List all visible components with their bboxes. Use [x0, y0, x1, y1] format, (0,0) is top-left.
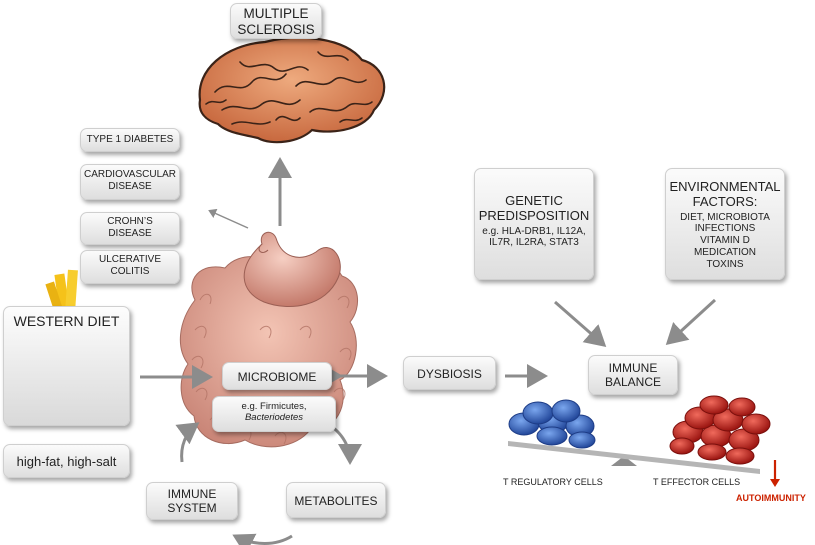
genetic-detail-line-1: e.g. HLA-DRB1, IL12A,	[482, 225, 586, 237]
arrow-gut-to-diseases	[208, 208, 249, 229]
immune-balance-line-1: IMMUNE	[608, 361, 658, 375]
scale-fulcrum	[611, 456, 637, 466]
arrows	[140, 157, 717, 545]
high-fat-box: high-fat, high-salt	[3, 444, 130, 478]
environmental-title-line-2: FACTORS:	[692, 194, 758, 210]
microbiome-example-line-1: e.g. Firmicutes,	[241, 401, 307, 412]
cardiovascular-line-1: CARDIOVASCULAR	[83, 169, 177, 180]
scale-beam	[508, 441, 760, 474]
cardiovascular-line-2: DISEASE	[108, 180, 152, 192]
western-diet-box: WESTERN DIET	[3, 306, 130, 426]
immune-system-line-2: SYSTEM	[167, 501, 217, 516]
t-regulatory-cells-label: T REGULATORY CELLS	[503, 477, 603, 487]
t-effector-cells-label: T EFFECTOR CELLS	[653, 477, 741, 487]
western-diet-label: WESTERN DIET	[13, 313, 120, 329]
high-fat-label: high-fat, high-salt	[16, 454, 117, 469]
genetic-predisposition-box: GENETIC PREDISPOSITION e.g. HLA-DRB1, IL…	[474, 168, 594, 280]
t-effector-cells-illustration	[669, 395, 771, 465]
ulcerative-colitis-line-1: ULCERATIVE	[98, 254, 162, 265]
environmental-detail-line-2: INFECTIONS	[694, 223, 756, 235]
immune-system-line-1: IMMUNE	[167, 487, 217, 501]
brain-illustration	[198, 36, 386, 144]
multiple-sclerosis-line-2: SCLEROSIS	[237, 21, 315, 37]
crohns-line-2: DISEASE	[108, 227, 152, 239]
metabolites-box: METABOLITES	[286, 482, 386, 518]
balance-scale	[508, 441, 760, 474]
dysbiosis-label: DYSBIOSIS	[417, 367, 482, 381]
type-1-diabetes-box: TYPE 1 DIABETES	[80, 128, 180, 152]
type-1-diabetes-label: TYPE 1 DIABETES	[86, 134, 174, 145]
environmental-detail-line-4: MEDICATION	[693, 247, 757, 259]
arrow-genetic-to-balance	[554, 300, 607, 347]
metabolites-label: METABOLITES	[294, 494, 378, 508]
multiple-sclerosis-box: MULTIPLE SCLEROSIS	[230, 3, 322, 39]
microbiome-box: MICROBIOME	[222, 362, 332, 390]
genetic-title-line-2: PREDISPOSITION	[478, 208, 590, 224]
environmental-title-line-1: ENVIRONMENTAL	[669, 179, 781, 194]
microbiome-example-box: e.g. Firmicutes, Bacteriodetes	[212, 396, 336, 432]
arrow-immune-to-gut	[175, 422, 200, 463]
genetic-title-line-1: GENETIC	[505, 193, 563, 208]
cardiovascular-disease-box: CARDIOVASCULAR DISEASE	[80, 164, 180, 200]
environmental-detail-line-1: DIET, MICROBIOTA	[680, 211, 770, 223]
arrow-metabolites-to-immune	[232, 533, 293, 545]
genetic-detail-line-2: IL7R, IL2RA, STAT3	[489, 237, 579, 249]
t-regulatory-cells-illustration	[508, 399, 596, 449]
crohns-line-1: CROHN’S	[107, 216, 153, 227]
ulcerative-colitis-box: ULCERATIVE COLITIS	[80, 250, 180, 284]
ulcerative-colitis-line-2: COLITIS	[110, 265, 150, 277]
dysbiosis-box: DYSBIOSIS	[403, 356, 496, 390]
crohns-disease-box: CROHN’S DISEASE	[80, 212, 180, 245]
autoimmunity-label: AUTOIMMUNITY	[736, 493, 806, 503]
microbiome-label: MICROBIOME	[237, 370, 317, 384]
arrow-environmental-to-balance	[665, 298, 717, 346]
immune-balance-line-2: BALANCE	[604, 375, 662, 390]
microbiome-example-line-2: Bacteriodetes	[244, 412, 304, 424]
immune-system-box: IMMUNE SYSTEM	[146, 482, 238, 520]
immune-balance-box: IMMUNE BALANCE	[588, 355, 678, 395]
multiple-sclerosis-line-1: MULTIPLE	[243, 6, 309, 21]
environmental-detail-line-5: TOXINS	[706, 258, 744, 270]
environmental-detail-line-3: VITAMIN D	[700, 235, 750, 247]
environmental-factors-box: ENVIRONMENTAL FACTORS: DIET, MICROBIOTA …	[665, 168, 785, 280]
